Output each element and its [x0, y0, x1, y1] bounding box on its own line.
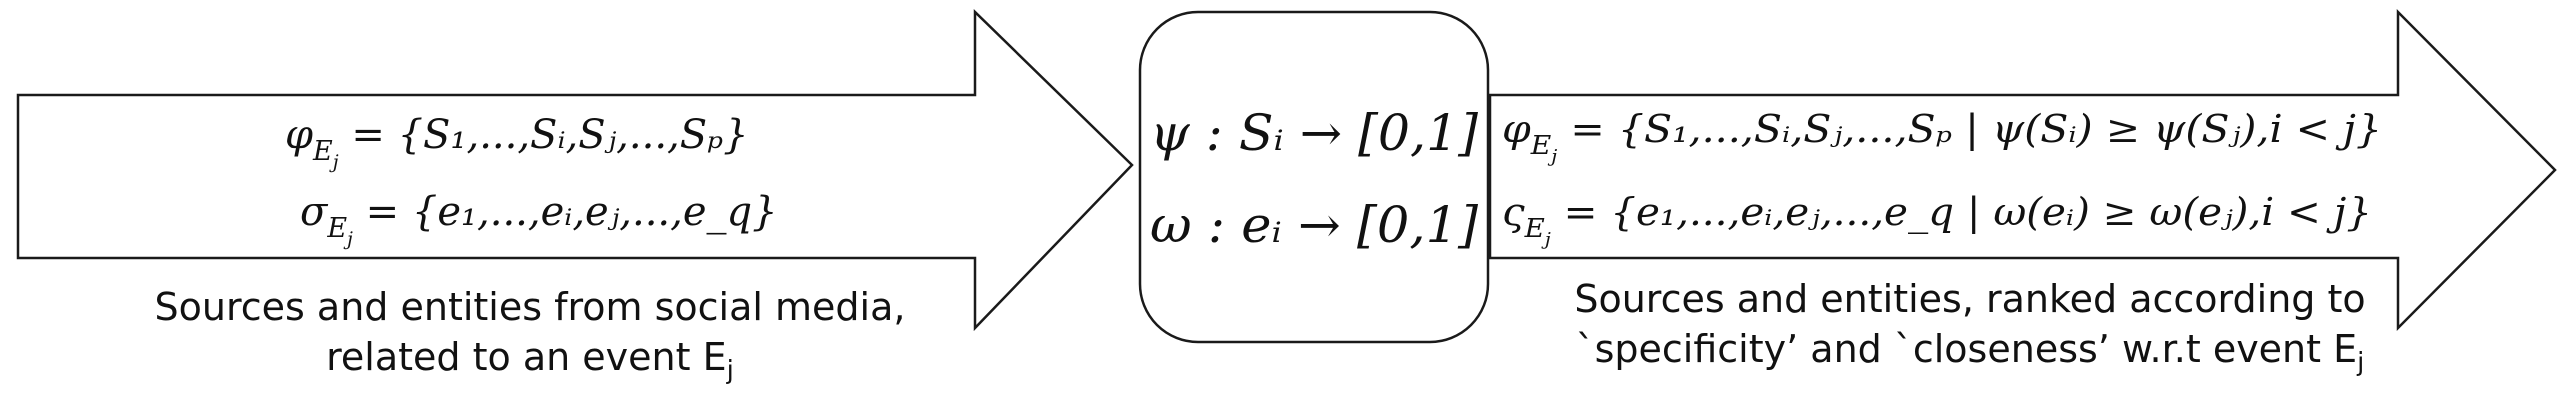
right-caption-line-1: Sources and entities, ranked according t…	[1574, 277, 2366, 321]
right-formula-varsigma: ςEj = {e₁,...,eᵢ,eⱼ,...,e_q | ω(eᵢ) ≥ ω(…	[1502, 190, 2372, 250]
left-formula-sigma: σEj = {e₁,...,eᵢ,eⱼ,...,e_q}	[300, 189, 778, 250]
right-formula-varphi: φEj = {S₁,...,Sᵢ,Sⱼ,...,Sₚ | ψ(Sᵢ) ≥ ψ(S…	[1502, 107, 2382, 167]
left-caption-line-2: related to an event Ej	[326, 335, 734, 386]
left-caption-line-1: Sources and entities from social media,	[154, 285, 906, 329]
center-box-shape	[1138, 10, 1490, 344]
center-formula-omega: ω : eᵢ → [0,1]	[1150, 196, 1478, 254]
left-formula-phi: φEj = {S₁,...,Sᵢ,Sⱼ,...,Sₚ}	[285, 112, 749, 173]
center-formula-psi: ψ : Sᵢ → [0,1]	[1150, 104, 1478, 162]
left-arrow-caption: Sources and entities from social media, …	[60, 282, 1000, 386]
right-arrow-caption: Sources and entities, ranked according t…	[1480, 274, 2460, 378]
left-arrow-shape	[16, 9, 1134, 332]
right-caption-line-2: `specificity’ and `closeness’ w.r.t even…	[1575, 327, 2365, 378]
right-arrow-shape	[1488, 8, 2557, 332]
